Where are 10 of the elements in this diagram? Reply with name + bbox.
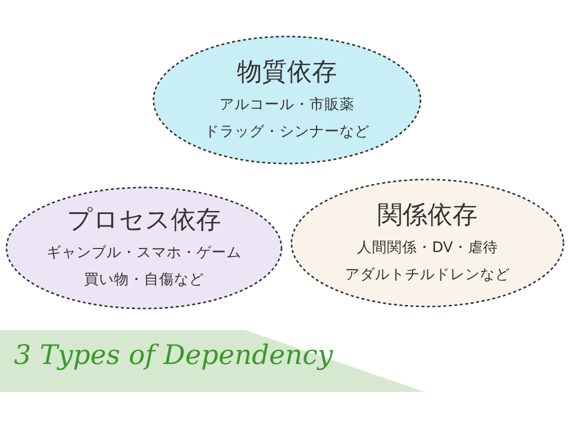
category-heading: 関係依存 [378,198,478,230]
example-text: 買い物・自傷など [84,270,204,290]
category-heading: 物質依存 [237,56,337,88]
example-text: アルコール・市販薬 [220,96,354,114]
example-text: ドラッグ・シンナーなど [204,122,370,142]
example-text: ギャンブル・スマホ・ゲーム [46,244,242,262]
category-heading: プロセス依存 [67,204,221,236]
example-text: アダルトチルドレンなど [345,266,510,284]
example-text: 人間関係・DV・虐待 [357,238,498,258]
title: 3 Types of Dependency [14,340,333,371]
